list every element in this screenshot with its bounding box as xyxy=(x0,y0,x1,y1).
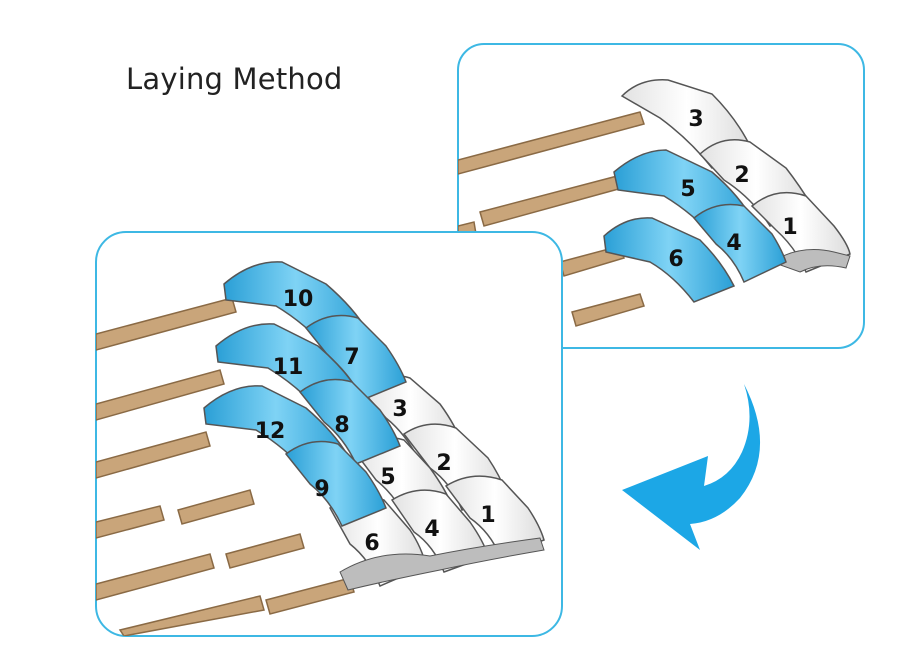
step1-tile-label-2: 2 xyxy=(734,163,749,188)
step2-tile-label-6: 6 xyxy=(364,531,379,556)
step2-tile-label-1: 1 xyxy=(480,503,495,528)
step2-tile-label-5: 5 xyxy=(380,465,395,490)
step1-tile-label-1: 1 xyxy=(782,215,797,240)
step1-tile-label-5: 5 xyxy=(680,177,695,202)
step2-tile-label-10: 10 xyxy=(283,287,314,312)
step2-tile-label-2: 2 xyxy=(436,451,451,476)
step2-battens xyxy=(96,297,355,636)
step1-tile-label-6: 6 xyxy=(668,247,683,272)
step2-tile-label-3: 3 xyxy=(392,397,407,422)
step2-tile-label-8: 8 xyxy=(334,413,349,438)
curved-arrow-icon xyxy=(622,384,761,550)
step2-tile-label-12: 12 xyxy=(255,419,286,444)
step2-blue-tiles xyxy=(203,261,407,527)
step2-tile-label-4: 4 xyxy=(424,517,439,542)
step2-tile-label-11: 11 xyxy=(273,355,304,380)
step2-tile-label-7: 7 xyxy=(344,345,359,370)
step1-blue-tiles xyxy=(603,149,787,303)
step1-tile-label-4: 4 xyxy=(726,231,741,256)
step2-tile-label-9: 9 xyxy=(314,477,329,502)
diagram-title: Laying Method xyxy=(126,62,343,96)
step1-labels: 1 2 3 4 5 6 xyxy=(668,107,797,272)
step1-white-tiles xyxy=(620,79,851,273)
step1-tile-label-3: 3 xyxy=(688,107,703,132)
step2-white-tiles xyxy=(328,374,545,591)
